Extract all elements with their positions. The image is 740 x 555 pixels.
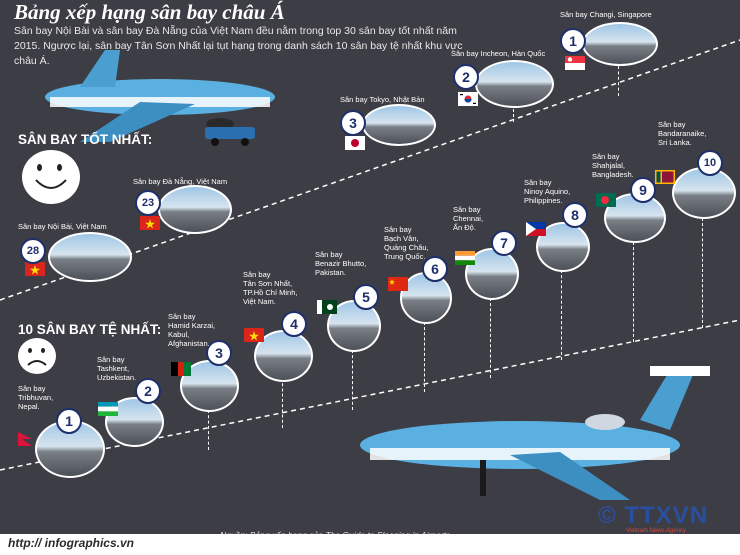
connector-line xyxy=(702,218,703,328)
country-flag-icon xyxy=(526,222,546,236)
airport-label: Sân bay Tokyo, Nhật Bản xyxy=(340,95,425,104)
rank-badge: 3 xyxy=(340,110,366,136)
airport-label: Sân bay Bạch Vân, Quảng Châu, Trung Quốc… xyxy=(384,225,429,261)
airport-label: Sân bay Đà Nẵng, Việt Nam xyxy=(133,177,228,186)
country-flag-icon xyxy=(244,328,264,342)
rank-badge: 1 xyxy=(56,408,82,434)
rank-badge: 23 xyxy=(135,190,161,216)
airport-photo xyxy=(48,232,132,282)
airport-photo xyxy=(158,185,232,234)
sad-face-icon xyxy=(18,338,56,374)
page-title: Bảng xếp hạng sân bay châu Á xyxy=(14,0,285,24)
connector-line xyxy=(512,104,514,122)
airplane-icon xyxy=(45,50,275,146)
ttxvn-logo: © TTXVN xyxy=(598,502,709,529)
connector-line xyxy=(207,410,209,450)
airport-label: Sân bay Tashkent, Uzbekistan. xyxy=(97,355,137,382)
rank-badge: 2 xyxy=(453,64,479,90)
connector-line xyxy=(618,66,619,96)
footer-bar xyxy=(0,534,740,555)
country-flag-icon xyxy=(596,193,616,207)
connector-line xyxy=(633,242,634,342)
rank-badge: 5 xyxy=(353,284,379,310)
site-url[interactable]: http:// infographics.vn xyxy=(8,536,134,550)
connector-line xyxy=(424,322,425,392)
airport-photo xyxy=(35,420,105,478)
airport-label: Sân bay Shahjalal, Bangladesh. xyxy=(592,152,634,179)
rank-badge: 2 xyxy=(135,378,161,404)
airport-photo xyxy=(327,300,381,352)
airport-photo xyxy=(400,272,452,324)
connector-line xyxy=(490,298,491,378)
connector-line xyxy=(352,350,353,410)
country-flag-icon xyxy=(171,362,191,376)
airport-photo xyxy=(475,60,554,108)
rank-badge: 1 xyxy=(560,28,586,54)
airport-label: Sân bay Benazir Bhutto, Pakistan. xyxy=(315,250,367,277)
ttxvn-logo-subtitle: Vietnam News Agency xyxy=(626,528,686,534)
country-flag-icon xyxy=(565,56,585,70)
country-flag-icon xyxy=(458,92,478,106)
intro-text: Sân bay Nội Bài và sân bay Đà Nẵng của V… xyxy=(14,25,463,67)
best-heading: SÂN BAY TỐT NHẤT: xyxy=(18,132,153,147)
country-flag-icon xyxy=(388,277,408,291)
rank-badge: 10 xyxy=(697,150,723,176)
airport-label: Sân bay Bandaranaike, Sri Lanka. xyxy=(658,120,707,147)
airport-label: Sân bay Changi, Singapore xyxy=(560,10,652,19)
country-flag-icon xyxy=(18,432,38,446)
smiley-face-icon xyxy=(22,150,80,204)
worst-heading: 10 SÂN BAY TỆ NHẤT: xyxy=(18,322,162,337)
airport-label: Sân bay Nội Bài, Việt Nam xyxy=(18,222,107,231)
country-flag-icon xyxy=(345,136,365,150)
rank-badge: 4 xyxy=(281,311,307,337)
airport-photo xyxy=(582,22,658,66)
rank-badge: 28 xyxy=(20,238,46,264)
airport-label: Sân bay Ninoy Aquino, Philippines. xyxy=(524,178,571,205)
rank-badge: 9 xyxy=(630,177,656,203)
airplane-icon-large xyxy=(360,366,710,500)
country-flag-icon xyxy=(140,216,160,230)
airport-photo xyxy=(672,167,736,219)
rank-badge: 3 xyxy=(206,340,232,366)
airport-label: Sân bay Tribhuvan, Nepal. xyxy=(18,384,54,411)
airport-label: Sân bay Tân Sơn Nhất, TP.Hồ Chí Minh, Vi… xyxy=(243,270,298,306)
rank-badge: 6 xyxy=(422,256,448,282)
connector-line xyxy=(561,270,562,360)
rank-badge: 7 xyxy=(491,230,517,256)
airport-label: Sân bay Hamid Karzai, Kabul, Afghanistan… xyxy=(168,312,216,348)
connector-line xyxy=(281,378,283,428)
airport-label: Sân bay Incheon, Hàn Quốc xyxy=(451,49,546,58)
airport-label: Sân bay Chennai, Ấn Độ. xyxy=(453,205,484,232)
country-flag-icon xyxy=(317,300,337,314)
country-flag-icon xyxy=(25,262,45,276)
country-flag-icon xyxy=(655,170,675,184)
country-flag-icon xyxy=(98,402,118,416)
country-flag-icon xyxy=(455,251,475,265)
rank-badge: 8 xyxy=(562,202,588,228)
airport-photo xyxy=(362,104,436,146)
